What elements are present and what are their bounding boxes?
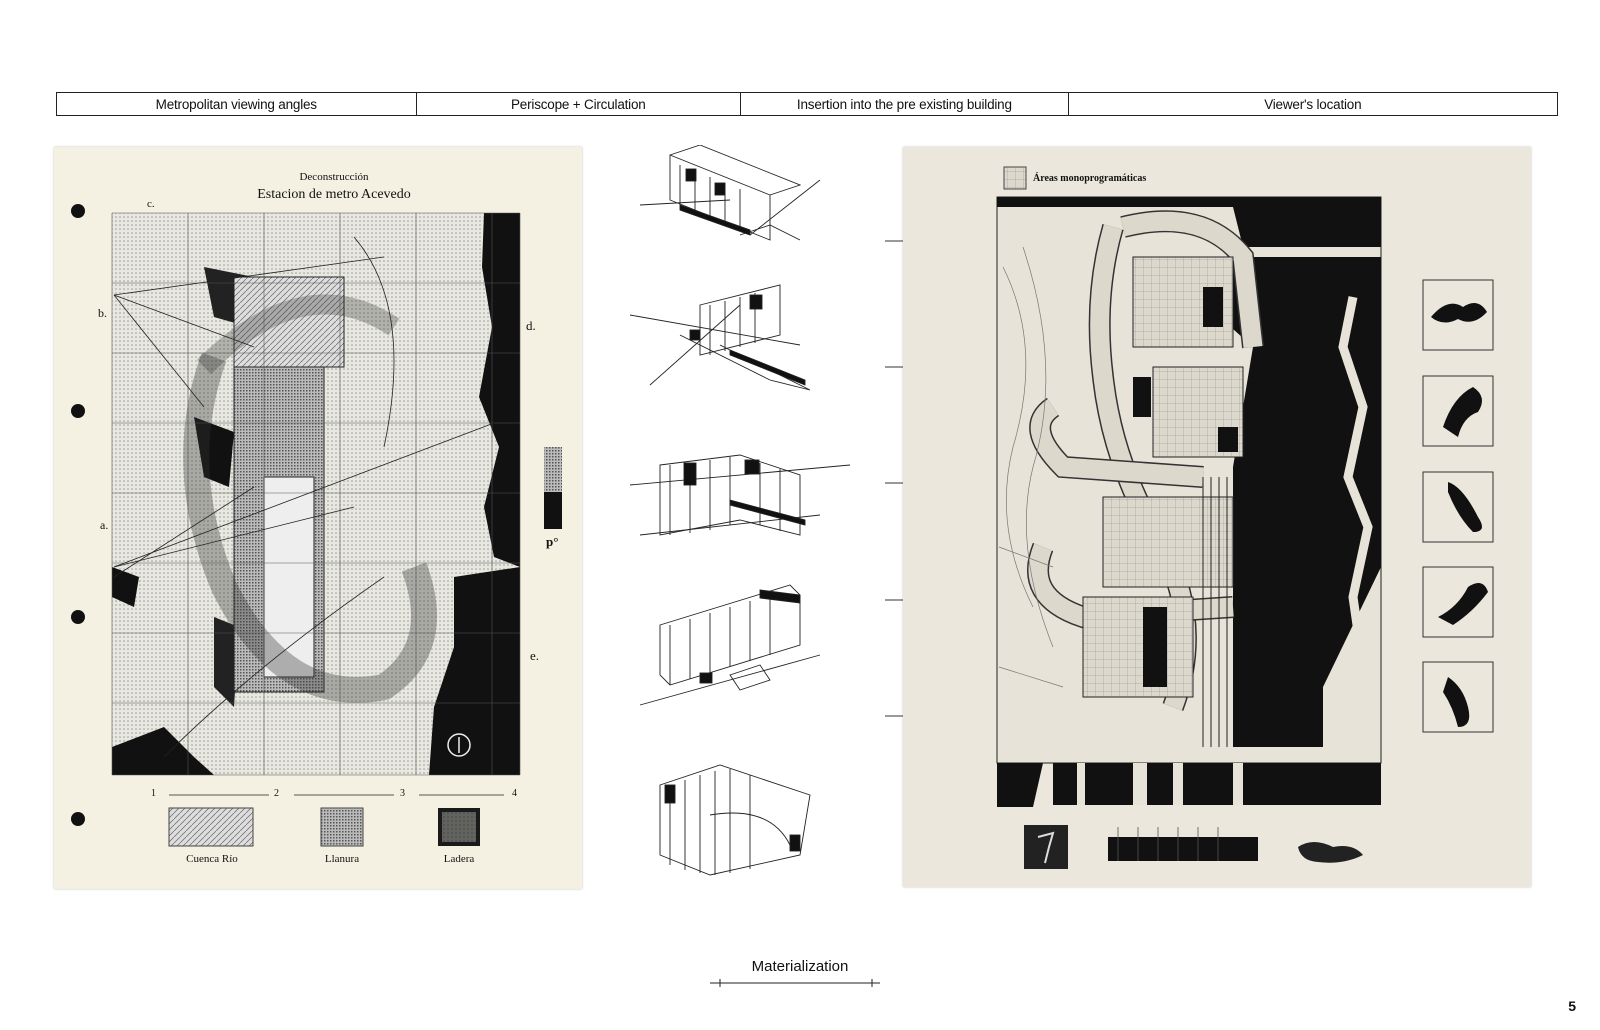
grid-number-1: 1 xyxy=(151,788,156,799)
swatch-label-llanura: Llanura xyxy=(324,853,360,865)
marker-b: b. xyxy=(98,306,107,320)
insertion-drawing xyxy=(996,166,1494,869)
header-cell-viewing-angles: Metropolitan viewing angles xyxy=(57,93,417,115)
marker-d: d. xyxy=(526,318,536,333)
plan-drawing xyxy=(71,204,562,847)
page-number: 5 xyxy=(1568,998,1576,1014)
grid-number-3: 3 xyxy=(400,788,405,799)
section-header-table: Metropolitan viewing angles Periscope + … xyxy=(56,92,1558,116)
legend-label-p: p° xyxy=(546,534,559,549)
plan-title: Estacion de metro Acevedo xyxy=(257,187,411,202)
axonometric-drawings xyxy=(629,144,851,876)
grid-number-2: 2 xyxy=(274,788,279,799)
marker-c: c. xyxy=(147,198,155,210)
swatch-label-ladera: Ladera xyxy=(443,853,475,865)
insertion-sheet: Áreas monoprogramáticas xyxy=(903,147,1531,887)
marker-a: a. xyxy=(100,518,109,532)
swatch-label-cuenca: Cuenca Río xyxy=(186,853,238,865)
materialization-caption: Materialization xyxy=(700,958,900,989)
footer-scale-line xyxy=(710,979,880,987)
header-cell-periscope: Periscope + Circulation xyxy=(417,93,742,115)
deconstruction-plan-sheet: Deconstrucción Estacion de metro Acevedo… xyxy=(54,147,582,889)
periscope-axonometric-column xyxy=(620,144,860,895)
footer-caption-text: Materialization xyxy=(751,958,849,975)
header-cell-insertion: Insertion into the pre existing building xyxy=(741,93,1069,115)
insertion-legend-label: Áreas monoprogramáticas xyxy=(1033,173,1147,184)
grid-number-4: 4 xyxy=(512,788,517,799)
header-cell-viewer-location: Viewer's location xyxy=(1264,96,1362,112)
marker-e: e. xyxy=(530,648,540,663)
plan-subtitle: Deconstrucción xyxy=(299,171,369,183)
